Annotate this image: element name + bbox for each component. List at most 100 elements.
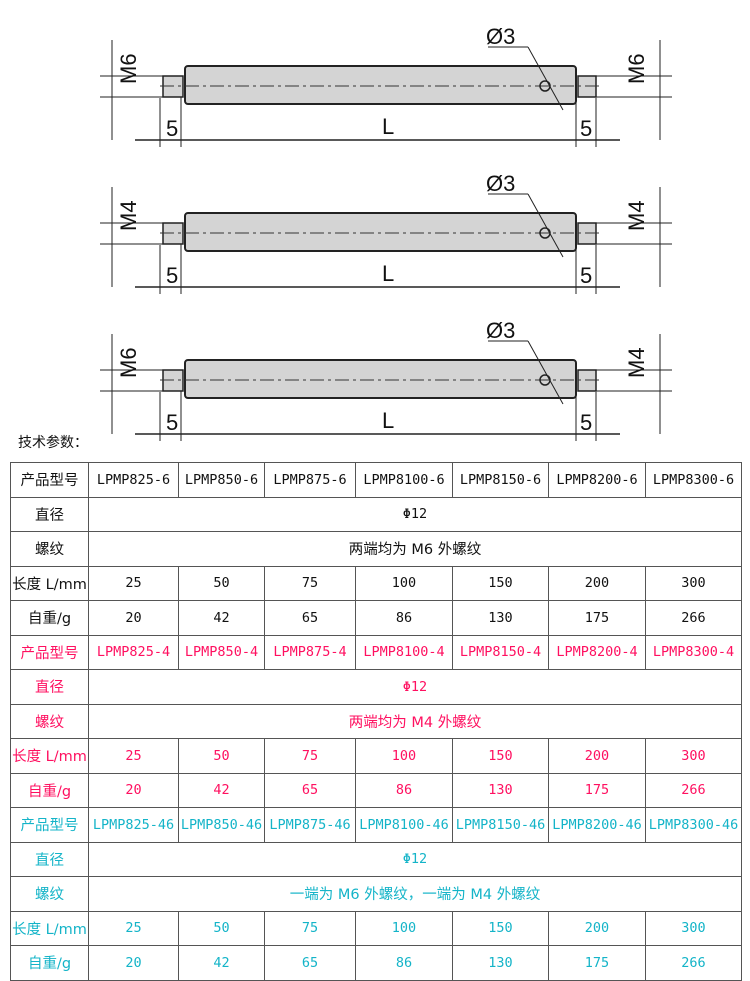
length-cell: 200 <box>548 910 646 946</box>
model-cell: LPMP8300-6 <box>645 462 742 498</box>
weight-cell: 20 <box>88 600 179 636</box>
table-row: 螺纹两端均为 M6 外螺纹 <box>10 531 742 567</box>
model-cell: LPMP850-4 <box>178 634 265 670</box>
model-cell: LPMP850-6 <box>178 462 265 498</box>
left-length-label: 5 <box>166 263 178 288</box>
right-thread-label: M4 <box>624 347 649 378</box>
model-cell: LPMP8200-4 <box>548 634 646 670</box>
weight-header: 自重/g <box>10 600 89 636</box>
model-cell: LPMP875-4 <box>264 634 356 670</box>
model-cell: LPMP8300-4 <box>645 634 742 670</box>
left-length-label: 5 <box>166 116 178 141</box>
model-cell: LPMP850-46 <box>178 807 265 843</box>
weight-cell: 86 <box>355 600 453 636</box>
length-cell: 75 <box>264 910 356 946</box>
thread-header: 螺纹 <box>10 703 89 739</box>
shaft-drawing: M4 M4 Ø3 5 L 5 <box>0 167 750 314</box>
weight-cell: 65 <box>264 772 356 808</box>
length-cell: 300 <box>645 910 742 946</box>
model-cell: LPMP8100-46 <box>355 807 453 843</box>
weight-cell: 42 <box>178 945 265 981</box>
shaft-body <box>184 65 577 105</box>
shaft-drawing: M6 M4 Ø3 5 L 5 <box>0 314 750 461</box>
length-header: 长度 L/mm <box>10 738 89 774</box>
model-header: 产品型号 <box>10 462 89 498</box>
diameter-header: 直径 <box>10 496 89 532</box>
model-cell: LPMP8150-6 <box>452 462 549 498</box>
weight-cell: 130 <box>452 600 549 636</box>
model-cell: LPMP8300-46 <box>645 807 742 843</box>
diameter-header: 直径 <box>10 841 89 877</box>
length-cell: 300 <box>645 565 742 601</box>
model-header: 产品型号 <box>10 634 89 670</box>
thread-cell: 一端为 M6 外螺纹，一端为 M4 外螺纹 <box>88 876 742 912</box>
shaft-body <box>184 212 577 252</box>
weight-cell: 175 <box>548 772 646 808</box>
weight-cell: 175 <box>548 600 646 636</box>
right-thread-label: M4 <box>624 200 649 231</box>
right-length-label: 5 <box>580 410 592 435</box>
model-cell: LPMP8100-4 <box>355 634 453 670</box>
length-cell: 50 <box>178 738 265 774</box>
length-cell: 25 <box>88 565 179 601</box>
weight-cell: 175 <box>548 945 646 981</box>
left-thread-label: M6 <box>116 53 141 84</box>
length-header: 长度 L/mm <box>10 910 89 946</box>
thread-header: 螺纹 <box>10 531 89 567</box>
length-cell: 150 <box>452 738 549 774</box>
model-cell: LPMP8100-6 <box>355 462 453 498</box>
weight-cell: 65 <box>264 600 356 636</box>
table-row: 螺纹两端均为 M4 外螺纹 <box>10 703 742 739</box>
length-cell: 300 <box>645 738 742 774</box>
diameter-cell: Φ12 <box>88 496 742 532</box>
shaft-body <box>184 359 577 399</box>
length-cell: 200 <box>548 738 646 774</box>
body-length-label: L <box>382 261 394 286</box>
weight-cell: 130 <box>452 945 549 981</box>
hole-label: Ø3 <box>486 24 515 49</box>
model-cell: LPMP8200-6 <box>548 462 646 498</box>
thread-header: 螺纹 <box>10 876 89 912</box>
weight-header: 自重/g <box>10 772 89 808</box>
left-thread-label: M6 <box>116 347 141 378</box>
length-header: 长度 L/mm <box>10 565 89 601</box>
weight-cell: 42 <box>178 600 265 636</box>
weight-header: 自重/g <box>10 945 89 981</box>
model-cell: LPMP875-6 <box>264 462 356 498</box>
weight-cell: 86 <box>355 945 453 981</box>
params-title: 技术参数： <box>18 435 88 451</box>
model-header: 产品型号 <box>10 807 89 843</box>
model-cell: LPMP875-46 <box>264 807 356 843</box>
length-cell: 200 <box>548 565 646 601</box>
model-cell: LPMP825-46 <box>88 807 179 843</box>
shaft-drawing: M6 M6 Ø3 5 L 5 <box>0 20 750 167</box>
diameter-cell: Φ12 <box>88 841 742 877</box>
length-cell: 100 <box>355 910 453 946</box>
weight-cell: 266 <box>645 600 742 636</box>
length-cell: 150 <box>452 910 549 946</box>
thread-cell: 两端均为 M4 外螺纹 <box>88 703 742 739</box>
length-cell: 100 <box>355 565 453 601</box>
right-length-label: 5 <box>580 116 592 141</box>
model-cell: LPMP8150-46 <box>452 807 549 843</box>
length-cell: 100 <box>355 738 453 774</box>
length-cell: 150 <box>452 565 549 601</box>
body-length-label: L <box>382 408 394 433</box>
weight-cell: 266 <box>645 945 742 981</box>
weight-cell: 20 <box>88 945 179 981</box>
thread-cell: 两端均为 M6 外螺纹 <box>88 531 742 567</box>
weight-cell: 86 <box>355 772 453 808</box>
diameter-cell: Φ12 <box>88 669 742 705</box>
weight-cell: 65 <box>264 945 356 981</box>
